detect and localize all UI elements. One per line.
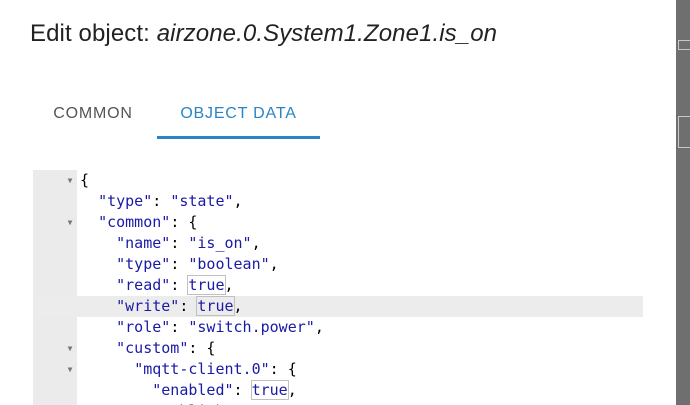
tab-object-data[interactable]: OBJECT DATA <box>180 105 297 122</box>
editor-line[interactable]: ▼ "custom": { <box>33 338 643 359</box>
editor-line[interactable]: ▼ "mqtt-client.0": { <box>33 359 643 380</box>
editor-line-code: "enabled": true, <box>152 380 297 400</box>
editor-line-code: "mqtt-client.0": { <box>134 360 297 378</box>
editor-line[interactable]: "publish": <box>33 401 643 405</box>
fold-arrow-icon[interactable]: ▼ <box>67 218 73 227</box>
fold-arrow-icon[interactable]: ▼ <box>67 176 73 185</box>
background-control <box>678 40 690 50</box>
editor-line-code: { <box>80 171 90 189</box>
editor-line-code: "write": true, <box>116 296 243 316</box>
editor-gutter <box>33 170 77 405</box>
editor-line-code: "type": "boolean", <box>116 255 279 273</box>
editor-line-code: "read": true, <box>116 275 234 295</box>
tab-common[interactable]: COMMON <box>53 105 133 122</box>
background-window-edge <box>676 0 690 405</box>
title-prefix: Edit object: <box>30 20 157 47</box>
editor-line[interactable]: "enabled": true, <box>33 380 643 401</box>
editor-line[interactable]: "write": true, <box>33 296 643 317</box>
editor-line[interactable]: "type": "state", <box>33 191 643 212</box>
fold-arrow-icon[interactable]: ▼ <box>67 365 73 374</box>
editor-line-code: "publish": <box>80 401 252 405</box>
editor-line-code: "custom": { <box>116 339 216 357</box>
editor-line-code: "common": { <box>98 213 198 231</box>
editor-line[interactable]: ▼ "common": { <box>33 212 643 233</box>
json-editor[interactable]: ▼{ "type": "state",▼ "common": { "name":… <box>33 170 643 405</box>
editor-line-code: "type": "state", <box>98 192 243 210</box>
dialog-title: Edit object: airzone.0.System1.Zone1.is_… <box>30 20 497 48</box>
editor-line-code: "role": "switch.power", <box>116 318 324 336</box>
background-control <box>678 116 690 148</box>
editor-line[interactable]: "name": "is_on", <box>33 233 643 254</box>
editor-line-code: "name": "is_on", <box>116 234 261 252</box>
editor-line[interactable]: "role": "switch.power", <box>33 317 643 338</box>
editor-line[interactable]: "type": "boolean", <box>33 254 643 275</box>
editor-line[interactable]: "read": true, <box>33 275 643 296</box>
editor-line[interactable]: ▼{ <box>33 170 643 191</box>
object-id: airzone.0.System1.Zone1.is_on <box>156 20 498 47</box>
edit-object-dialog: Edit object: airzone.0.System1.Zone1.is_… <box>30 20 643 405</box>
active-tab-indicator <box>157 136 320 139</box>
fold-arrow-icon[interactable]: ▼ <box>67 344 73 353</box>
